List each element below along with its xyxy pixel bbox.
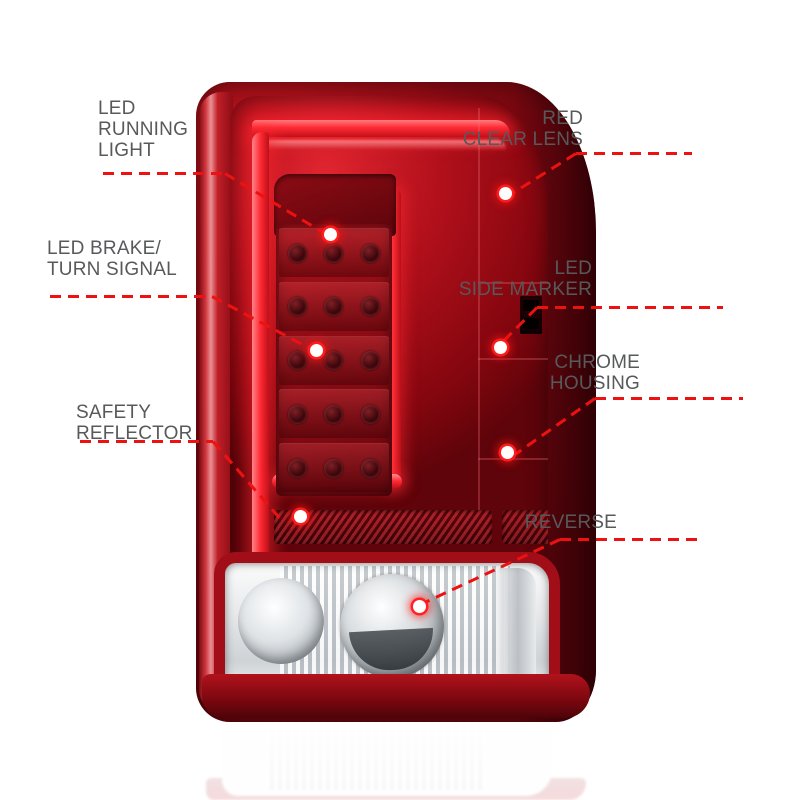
callout-dot-led-running-light [323, 227, 337, 241]
leader-led-brake [50, 295, 212, 298]
led-row [279, 389, 389, 439]
leader-red-clear-lens [576, 152, 692, 155]
led-element [361, 351, 381, 370]
leader-reverse [560, 538, 700, 541]
lens-seam-horizontal-upper [478, 282, 548, 284]
lens-seam-horizontal-mid [478, 358, 548, 360]
leader-led-side-marker [537, 306, 723, 309]
led-element [324, 404, 344, 424]
callout-dot-safety-reflector [293, 509, 307, 523]
leader-led-running-light [103, 172, 225, 175]
led-element [287, 458, 307, 478]
callout-dot-chrome-housing [500, 445, 514, 459]
led-element [324, 297, 344, 317]
housing-bottom-rim [202, 674, 590, 718]
tail-light-assembly [196, 82, 596, 722]
led-element [361, 243, 381, 263]
led-element [361, 458, 381, 478]
led-element [287, 297, 307, 317]
led-element [324, 458, 344, 478]
led-running-light-bar-left [252, 132, 269, 602]
callout-label-chrome-housing: CHROME HOUSING [549, 352, 640, 394]
product-reflection [196, 722, 596, 800]
led-element [287, 243, 307, 263]
led-element [324, 243, 344, 263]
leader-safety-reflector [80, 440, 213, 443]
callout-label-reverse: REVERSE [524, 512, 617, 533]
led-row [279, 443, 389, 492]
lens-seam-horizontal-lower [478, 458, 548, 460]
led-element [361, 404, 381, 424]
safety-reflector-strip-outer [502, 510, 548, 544]
callout-label-safety-reflector: SAFETY REFLECTOR [76, 402, 193, 444]
led-element [287, 351, 307, 370]
red-clear-lens-plate [230, 96, 548, 636]
led-running-light-bar-top-glow [254, 140, 506, 150]
callout-dot-red-clear-lens [498, 186, 512, 200]
callout-label-led-side-marker: LED SIDE MARKER [458, 258, 592, 300]
callout-label-led-brake-turn-signal: LED BRAKE/ TURN SIGNAL [47, 238, 177, 280]
lens-seam-vertical [478, 108, 480, 512]
reverse-lens-chrome-right [496, 568, 536, 692]
reflection-lens-flutes [266, 722, 486, 790]
callout-label-red-clear-lens: RED CLEAR LENS [462, 108, 583, 150]
reverse-reflector-bowl-small [238, 578, 324, 664]
callout-label-led-running-light: LED RUNNING LIGHT [98, 98, 189, 161]
led-row [279, 281, 389, 331]
callout-dot-led-brake-turn-signal [309, 343, 323, 357]
leader-chrome-housing [595, 397, 743, 400]
led-element [361, 297, 381, 317]
led-element [324, 351, 344, 370]
led-element [287, 404, 307, 424]
led-brake-turn-signal-grid [276, 224, 392, 496]
safety-reflector-strip [274, 510, 492, 544]
callout-dot-led-side-marker [493, 340, 507, 354]
callout-dot-reverse [412, 599, 426, 613]
